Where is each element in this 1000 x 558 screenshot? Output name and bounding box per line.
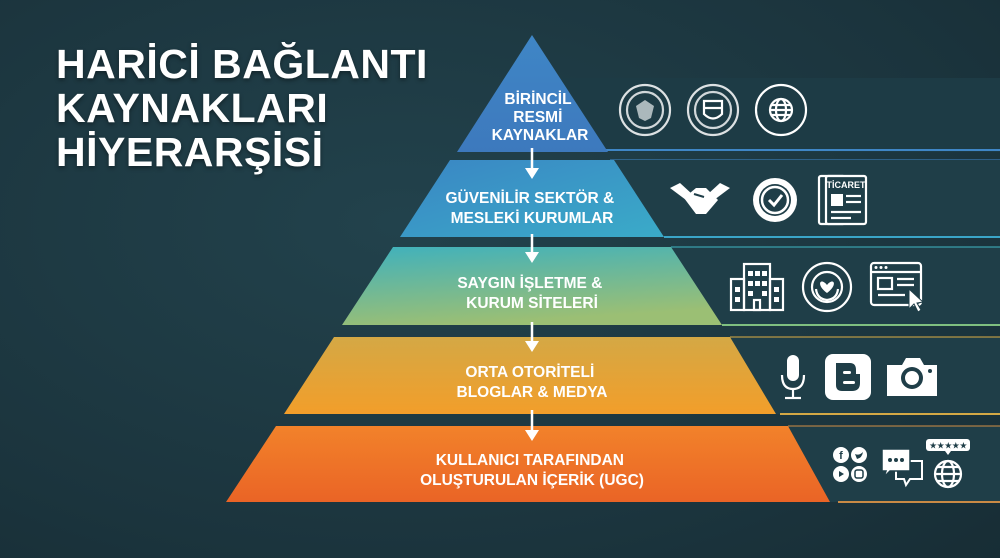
tier-4-label: ORTA OTORİTELİ BLOGLAR & MEDYA bbox=[457, 364, 608, 401]
arrow-down-icon bbox=[525, 148, 539, 179]
tier-5 bbox=[226, 426, 830, 502]
newspaper-label: TİCARET bbox=[827, 180, 866, 190]
tier-3-label: SAYGIN İŞLETME & KURUM SİTELERİ bbox=[457, 275, 606, 312]
verified-badge-icon bbox=[753, 178, 797, 222]
government-seal-icon bbox=[618, 83, 672, 137]
arrow-down-icon bbox=[525, 234, 539, 263]
tier-1-label: BİRİNCİL RESMİ KAYNAKLAR bbox=[492, 91, 589, 144]
website-cursor-icon bbox=[869, 261, 925, 313]
tier-band-2 bbox=[614, 160, 1000, 237]
title-line: HARİCİ BAĞLANTI bbox=[56, 41, 428, 87]
tier-band-3 bbox=[671, 247, 1000, 325]
university-seal-icon bbox=[686, 83, 740, 137]
camera-icon bbox=[887, 358, 937, 396]
svg-text:f: f bbox=[839, 450, 843, 462]
title-line: HİYERARŞİSİ bbox=[56, 129, 324, 175]
svg-text:★★★★★: ★★★★★ bbox=[929, 441, 967, 451]
global-news-seal-icon bbox=[754, 83, 808, 137]
tier-2-label: GÜVENİLİR SEKTÖR & MESLEKİ KURUMLAR bbox=[445, 190, 618, 227]
microphone-icon bbox=[780, 355, 806, 400]
blogger-icon bbox=[825, 354, 871, 400]
arrow-down-icon bbox=[525, 410, 539, 441]
handshake-icon bbox=[670, 183, 730, 214]
rated-globe-icon: ★★★★★ bbox=[926, 439, 970, 489]
tier-5-label: KULLANICI TARAFINDAN OLUŞTURULAN İÇERİK … bbox=[420, 452, 644, 489]
chat-bubbles-icon bbox=[881, 448, 923, 488]
trade-newspaper-icon: TİCARET bbox=[817, 174, 868, 226]
tier-4 bbox=[284, 337, 776, 414]
tier-1 bbox=[457, 35, 608, 152]
down-arrows bbox=[525, 148, 539, 441]
title-line: KAYNAKLARI bbox=[56, 85, 329, 131]
tier-3 bbox=[342, 247, 722, 325]
social-media-icon: f bbox=[833, 447, 867, 482]
non-profit-seal-icon bbox=[801, 261, 853, 313]
page-title: HARİCİ BAĞLANTI KAYNAKLARI HİYERARŞİSİ bbox=[56, 42, 428, 174]
arrow-down-icon bbox=[525, 322, 539, 352]
tier-2 bbox=[400, 160, 664, 237]
office-building-icon bbox=[729, 262, 785, 312]
